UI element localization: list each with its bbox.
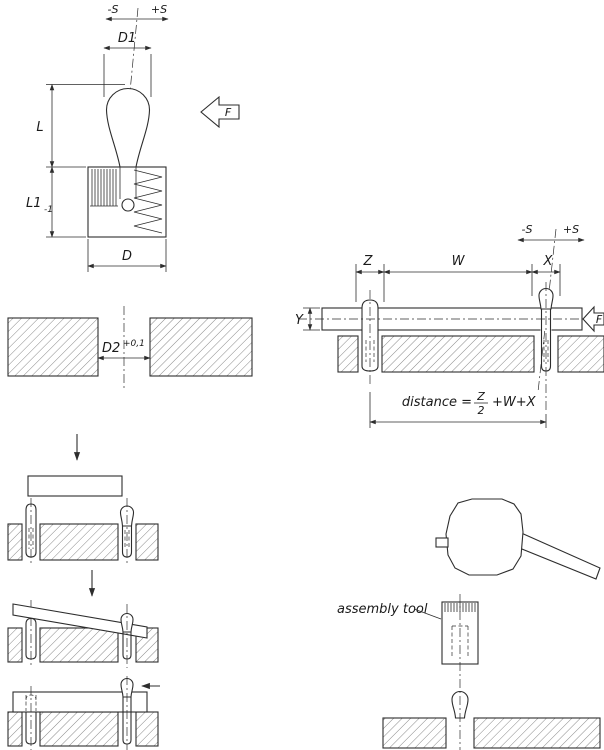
dimension-l1: L1 -1	[26, 166, 86, 238]
distance-formula: distance = Z 2 +W+X	[369, 390, 547, 428]
plate-left-half	[7, 317, 99, 377]
force-arrow-left-icon	[200, 95, 240, 129]
bore-section-figure: D2 +0,1	[7, 306, 253, 388]
plunger-head	[105, 87, 151, 168]
d2-label: D2	[102, 341, 120, 356]
w-label: W	[452, 254, 466, 269]
hammer-head	[445, 498, 524, 576]
distance-numerator: Z	[476, 390, 485, 403]
right-plunger	[538, 282, 554, 410]
tilted-board	[12, 603, 148, 639]
force-label: F	[596, 313, 603, 326]
assembly-tool-label: assembly tool	[337, 602, 428, 617]
plate-right-half	[149, 317, 253, 377]
tilt-minus-label: -S	[108, 3, 119, 16]
stem-ball	[121, 198, 135, 212]
plate-segment	[381, 335, 535, 373]
flat-board	[12, 691, 148, 713]
tilt-minus-label: -S	[522, 223, 533, 236]
board-blank	[27, 475, 123, 497]
assembly-step-3	[7, 676, 160, 750]
hammer-handle	[516, 531, 601, 580]
hammer-pin	[435, 537, 449, 548]
y-label: Y	[295, 313, 304, 328]
d-label: D	[122, 249, 132, 264]
distance-suffix: +W+X	[492, 395, 537, 410]
dimension-d: D	[87, 239, 167, 272]
dimension-zwx: Z W X	[355, 254, 561, 302]
d2-tolerance-label: +0,1	[123, 339, 145, 349]
force-arrow-left-icon	[582, 305, 604, 333]
plate-segment	[337, 335, 359, 373]
plate-left-half	[382, 717, 447, 749]
plate-right-half	[473, 717, 601, 749]
left-pin	[361, 290, 379, 386]
z-label: Z	[363, 254, 374, 269]
assembly-step-1	[7, 498, 159, 566]
front-view-figure: -S +S D1	[26, 3, 240, 272]
distance-denominator: 2	[478, 404, 485, 417]
plate-segment	[557, 335, 604, 373]
tool-grip-lines	[444, 603, 476, 612]
l1-tolerance-label: -1	[44, 205, 53, 215]
force-label: F	[225, 106, 232, 119]
d1-label: D1	[118, 31, 136, 46]
knurl-lines	[90, 169, 118, 207]
distance-prefix: distance =	[402, 395, 472, 410]
spring-zigzag	[133, 169, 163, 234]
l-label: L	[36, 120, 43, 135]
leader-line	[413, 608, 442, 620]
tilt-plus-label: +S	[563, 223, 579, 236]
tilt-plus-label: +S	[151, 3, 167, 16]
dimension-d1: D1	[103, 31, 152, 97]
l1-label: L1	[26, 196, 42, 211]
x-label: X	[543, 254, 554, 269]
side-view-figure: -S +S Z W X Y	[295, 223, 604, 428]
assembly-steps-figure	[7, 434, 160, 750]
assembly-step-2	[7, 600, 159, 668]
hammer-tool-figure: assembly tool	[337, 498, 601, 750]
plunger-body	[87, 166, 167, 238]
